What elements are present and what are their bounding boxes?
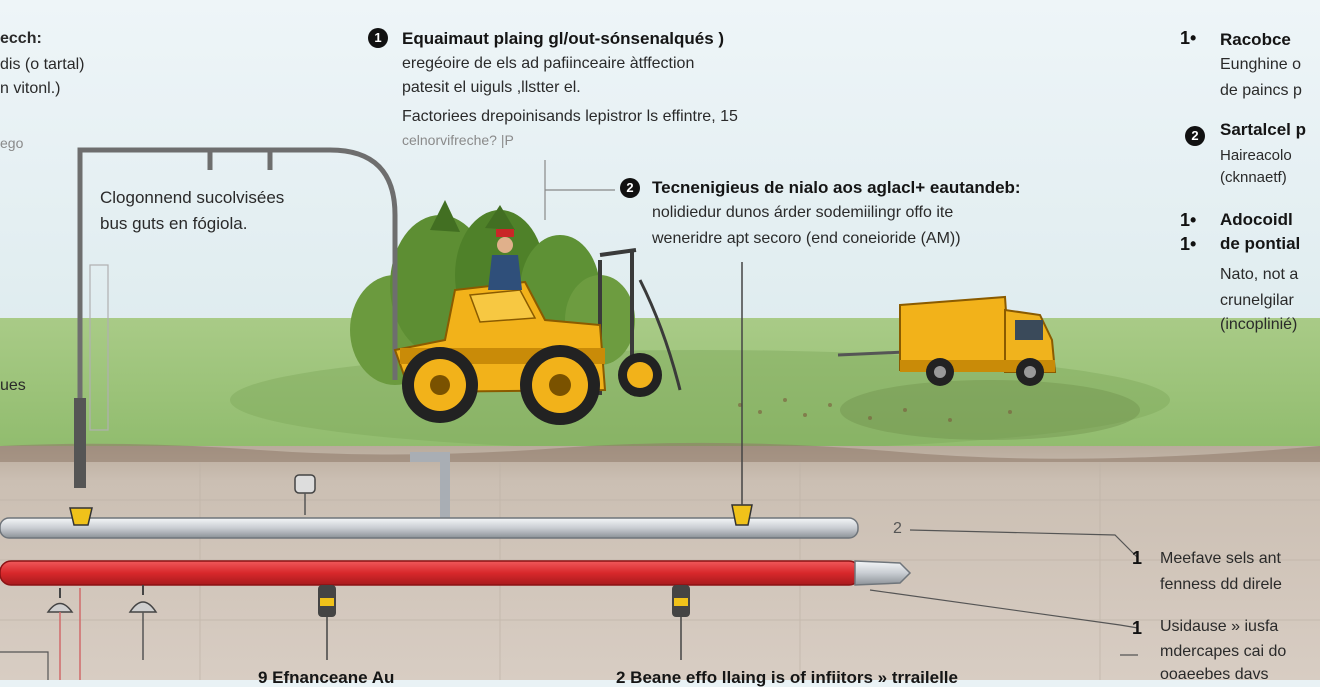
- step1-line3: Factoriees drepoinisands lepistror ls ef…: [402, 108, 738, 125]
- step2-line2: weneridre apt secoro (end coneioride (AM…: [652, 230, 961, 247]
- pipe-note-line2: bus guts en fógiola.: [100, 214, 248, 233]
- pipe-network: [0, 452, 912, 586]
- underground-pointer2: 2: [893, 520, 902, 537]
- step2-line1: nolidiedur dunos árder sodemiilingr offo…: [652, 204, 954, 221]
- step1-line2: patesit el uiguls ,llstter el.: [402, 79, 581, 96]
- left-label-line2: dis (o tartal): [0, 56, 85, 73]
- right-item3-title: Adocoidl: [1220, 210, 1293, 229]
- drilling-rig: [393, 229, 682, 425]
- left-label-line4: ego: [0, 135, 24, 151]
- note1-line2: fenness dd direle: [1160, 576, 1282, 593]
- step1-line4: celnorvifreche? |P: [402, 132, 514, 148]
- step1-title: Equaimaut plaing gl/out-sónsenalqués ): [402, 29, 725, 48]
- right-item3-line3: (incoplinié): [1220, 316, 1298, 333]
- note1-marker: 1: [1132, 548, 1143, 568]
- bottom-label-left: 9 Efnanceane Au: [258, 668, 395, 687]
- left-label-line3: n vitonl.): [0, 80, 61, 97]
- dirt-patch: [738, 398, 1012, 422]
- step2-badge: 2: [620, 178, 640, 198]
- note2-line2: mdercapes cai do: [1160, 643, 1287, 660]
- right-item3-marker2: 1•: [1180, 234, 1197, 254]
- left-label-line5: ues: [0, 377, 26, 394]
- service-truck: [837, 295, 1057, 386]
- right-item1-line2: de paincs p: [1220, 82, 1302, 99]
- step1-badge: 1: [368, 28, 388, 48]
- pipe-note-line1: Clogonnend sucolvisées: [100, 188, 285, 207]
- note2-line1: Usidause » iusfa: [1160, 618, 1279, 635]
- sensor-nodes: [46, 160, 753, 680]
- callout-lines: [0, 264, 1139, 680]
- overhead-pipe-frame: [77, 147, 398, 460]
- right-item2-badge: 2: [1185, 126, 1205, 146]
- right-item3-marker: 1•: [1180, 210, 1197, 230]
- note2-line3: ooaeebes davs: [1160, 666, 1269, 683]
- right-item2-line2: (cknnaetf): [1220, 169, 1287, 186]
- right-item1-title: Racobce: [1220, 30, 1291, 49]
- right-item1-line1: Eunghine o: [1220, 56, 1301, 73]
- right-item3-line2: crunelgilar: [1220, 292, 1294, 309]
- step1-line1: eregéoire de els ad pafiinceaire àtffect…: [402, 55, 695, 72]
- right-item2-title: Sartalcel p: [1220, 120, 1306, 139]
- right-item1-marker: 1•: [1180, 28, 1197, 48]
- step2-title: Tecnenigieus de nialo aos aglacl+ eautan…: [652, 178, 1021, 197]
- note2-marker: 1: [1132, 618, 1143, 638]
- right-item3-title2: de pontial: [1220, 234, 1301, 253]
- bottom-label-right: 2 Beane effo llaing is of infiitors » tr…: [616, 668, 958, 687]
- note1-line1: Meefave sels ant: [1160, 550, 1281, 567]
- vertical-probe: [74, 398, 86, 488]
- right-item2-line1: Haireacolo: [1220, 147, 1292, 164]
- right-item3-line1: Nato, not a: [1220, 266, 1299, 283]
- left-label-line1: ecch:: [0, 30, 42, 47]
